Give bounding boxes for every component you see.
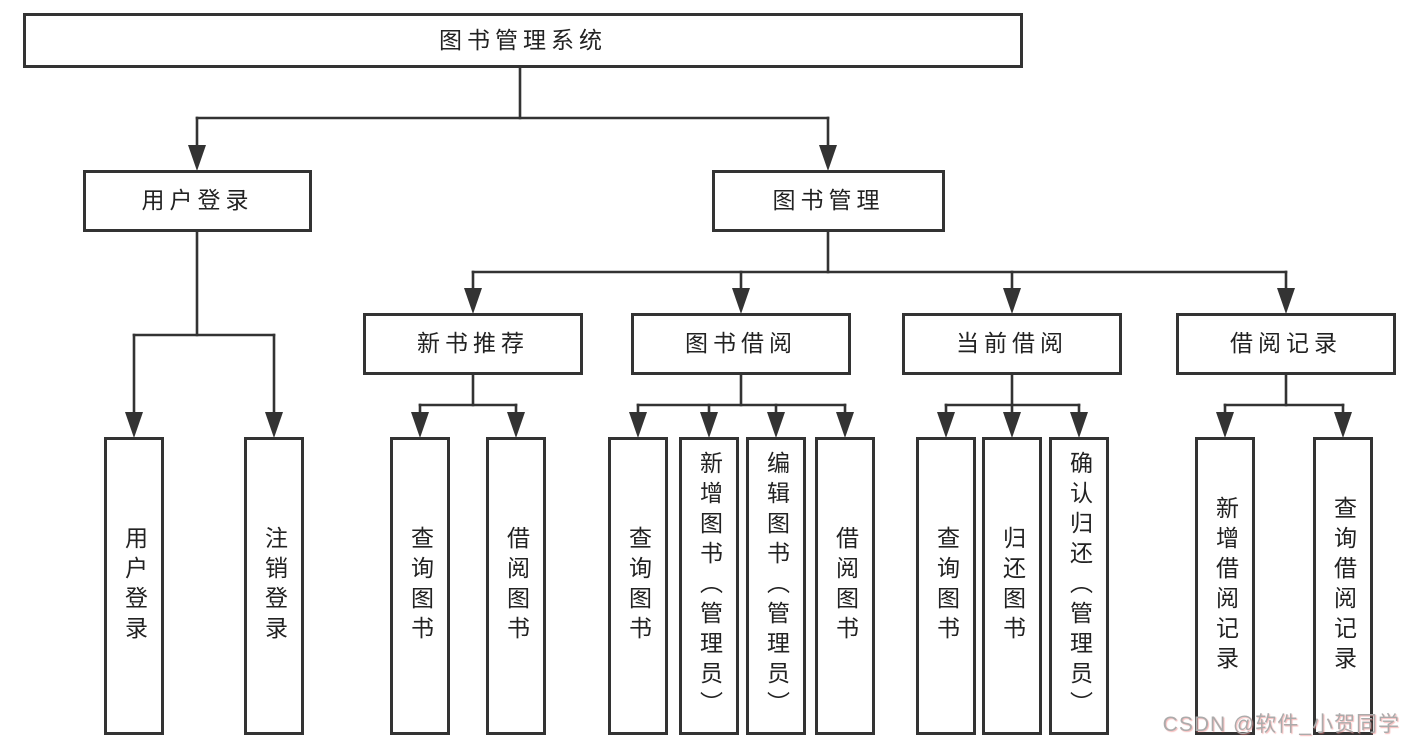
leaf-add-borrow-record-label: 新增借阅记录 <box>1212 496 1239 676</box>
connector-root <box>188 66 837 171</box>
node-user-login-branch: 用户登录 <box>83 170 312 232</box>
arrow-down-icon <box>188 145 206 171</box>
connector-book-borrow <box>629 373 854 438</box>
node-book-management-label: 图书管理 <box>772 187 885 214</box>
connector-user-login <box>125 230 283 438</box>
leaf-borrow-books-borrow: 借阅图书 <box>815 437 875 735</box>
arrow-down-icon <box>464 288 482 314</box>
leaf-user-login-label: 用户登录 <box>121 526 148 646</box>
leaf-user-login: 用户登录 <box>104 437 164 735</box>
leaf-return-books: 归还图书 <box>982 437 1042 735</box>
connector-borrow-records <box>1216 373 1352 438</box>
arrow-down-icon <box>1334 412 1352 438</box>
leaf-return-books-label: 归还图书 <box>999 526 1026 646</box>
leaf-borrow-books-recommend: 借阅图书 <box>486 437 546 735</box>
arrow-down-icon <box>1003 412 1021 438</box>
leaf-borrow-books-borrow-label: 借阅图书 <box>832 526 859 646</box>
leaf-query-borrow-record: 查询借阅记录 <box>1313 437 1373 735</box>
leaf-confirm-return-admin: 确认归还（管理员） <box>1049 437 1109 735</box>
leaf-query-books-borrow: 查询图书 <box>608 437 668 735</box>
leaf-add-books-admin-label: 新增图书（管理员） <box>696 451 723 721</box>
arrow-down-icon <box>507 412 525 438</box>
node-root: 图书管理系统 <box>23 13 1023 68</box>
arrow-down-icon <box>1277 288 1295 314</box>
arrow-down-icon <box>732 288 750 314</box>
arrow-down-icon <box>629 412 647 438</box>
node-book-borrow-label: 图书借阅 <box>685 330 797 357</box>
node-book-management: 图书管理 <box>712 170 945 232</box>
leaf-edit-books-admin-label: 编辑图书（管理员） <box>763 451 790 721</box>
arrow-down-icon <box>700 412 718 438</box>
arrow-down-icon <box>836 412 854 438</box>
node-new-book-recommend-label: 新书推荐 <box>417 330 529 357</box>
leaf-edit-books-admin: 编辑图书（管理员） <box>746 437 806 735</box>
arrow-down-icon <box>767 412 785 438</box>
arrow-down-icon <box>125 412 143 438</box>
arrow-down-icon <box>1216 412 1234 438</box>
arrow-down-icon <box>819 145 837 171</box>
leaf-query-books-current-label: 查询图书 <box>933 526 960 646</box>
node-borrow-records: 借阅记录 <box>1176 313 1396 375</box>
leaf-query-borrow-record-label: 查询借阅记录 <box>1330 496 1357 676</box>
node-user-login-branch-label: 用户登录 <box>141 187 254 214</box>
leaf-query-books-borrow-label: 查询图书 <box>625 526 652 646</box>
leaf-add-borrow-record: 新增借阅记录 <box>1195 437 1255 735</box>
leaf-logout-label: 注销登录 <box>261 526 288 646</box>
node-root-label: 图书管理系统 <box>439 26 607 53</box>
connector-new-book-recommend <box>411 373 525 438</box>
node-current-borrow: 当前借阅 <box>902 313 1122 375</box>
arrow-down-icon <box>1070 412 1088 438</box>
arrow-down-icon <box>937 412 955 438</box>
node-book-borrow: 图书借阅 <box>631 313 851 375</box>
connector-book-management <box>464 230 1295 314</box>
leaf-query-books-current: 查询图书 <box>916 437 976 735</box>
arrow-down-icon <box>265 412 283 438</box>
node-borrow-records-label: 借阅记录 <box>1230 330 1342 357</box>
node-new-book-recommend: 新书推荐 <box>363 313 583 375</box>
node-current-borrow-label: 当前借阅 <box>956 330 1068 357</box>
arrow-down-icon <box>1003 288 1021 314</box>
leaf-logout: 注销登录 <box>244 437 304 735</box>
leaf-add-books-admin: 新增图书（管理员） <box>679 437 739 735</box>
watermark: CSDN @软件_小贺同学 <box>1162 713 1400 736</box>
leaf-query-books-recommend-label: 查询图书 <box>407 526 434 646</box>
leaf-confirm-return-admin-label: 确认归还（管理员） <box>1066 451 1093 721</box>
arrow-down-icon <box>411 412 429 438</box>
leaf-borrow-books-recommend-label: 借阅图书 <box>503 526 530 646</box>
leaf-query-books-recommend: 查询图书 <box>390 437 450 735</box>
connector-current-borrow <box>937 373 1088 438</box>
